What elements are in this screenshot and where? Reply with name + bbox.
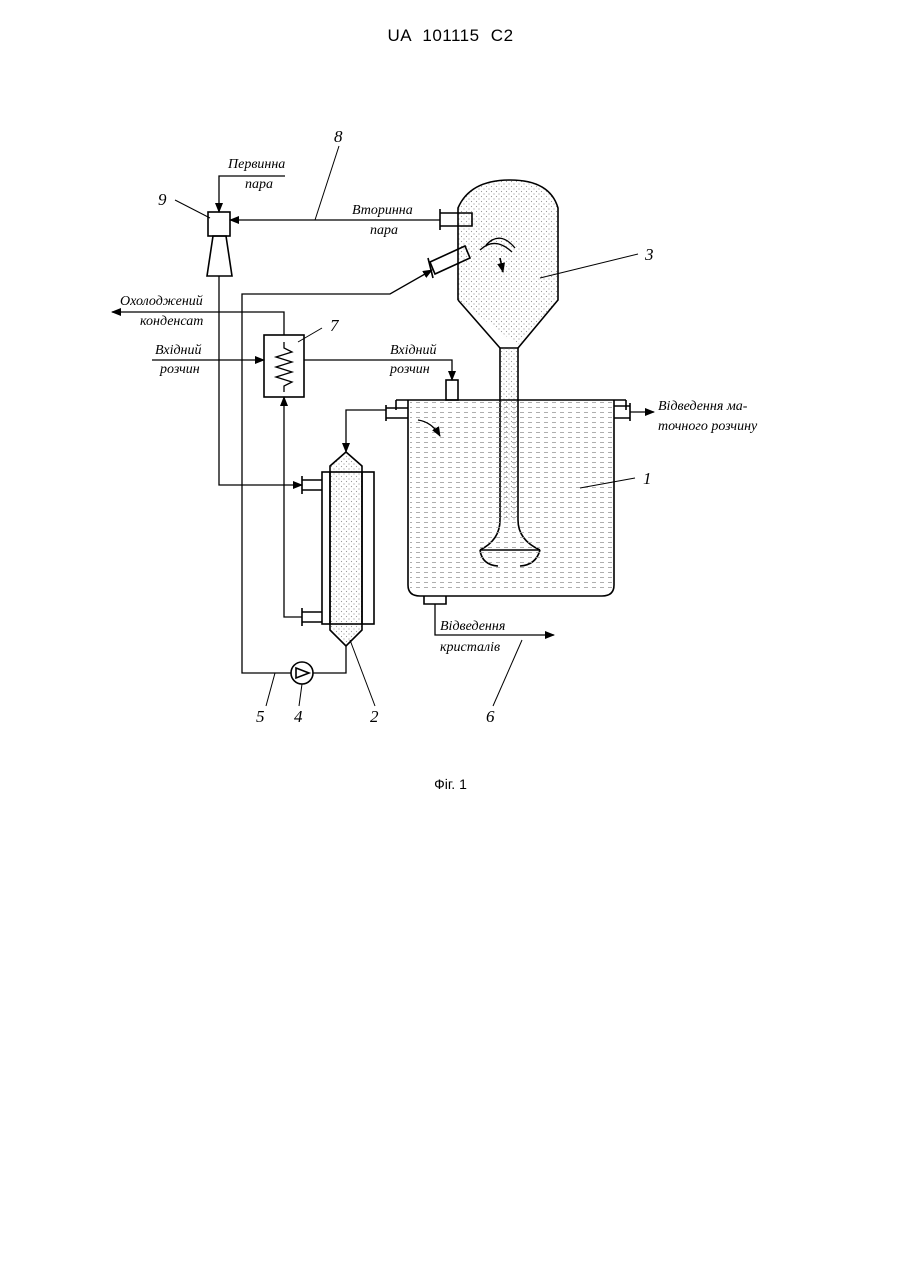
steam-ejector — [207, 212, 232, 276]
secondary-steam-label: Вторинна — [352, 203, 413, 218]
secondary-steam-label-2: пара — [370, 223, 398, 238]
crystals-label: Відведення — [440, 619, 505, 634]
cooled-condensate-label: Охолоджений — [120, 294, 203, 309]
circulation-pump — [291, 662, 313, 684]
heat-exchanger — [302, 452, 374, 646]
crystals-label-2: кристалів — [440, 640, 500, 655]
ref-2: 2 — [370, 707, 379, 726]
input-solution-right-label: Вхідний — [390, 343, 436, 358]
mother-liquor-label-2: точного розчину — [658, 419, 758, 434]
ref-8: 8 — [334, 127, 343, 146]
input-solution-left-label: Вхідний — [155, 343, 201, 358]
ref-1: 1 — [643, 469, 652, 488]
condensate-cooler — [264, 335, 304, 397]
ref-5: 5 — [256, 707, 265, 726]
ref-9: 9 — [158, 190, 167, 209]
figure-caption: Фіг. 1 — [0, 776, 901, 792]
ref-3: 3 — [644, 245, 654, 264]
cooled-condensate-label-2: конденсат — [140, 314, 203, 329]
input-solution-left-label-2: розчин — [159, 362, 200, 377]
mother-liquor-label: Відведення ма- — [658, 399, 748, 414]
ref-4: 4 — [294, 707, 303, 726]
input-solution-right-label-2: розчин — [389, 362, 430, 377]
primary-steam-label: Первинна — [227, 157, 285, 172]
ref-7: 7 — [330, 316, 340, 335]
crystallizer-tank — [386, 380, 630, 604]
ref-6: 6 — [486, 707, 495, 726]
primary-steam-label-2: пара — [245, 177, 273, 192]
